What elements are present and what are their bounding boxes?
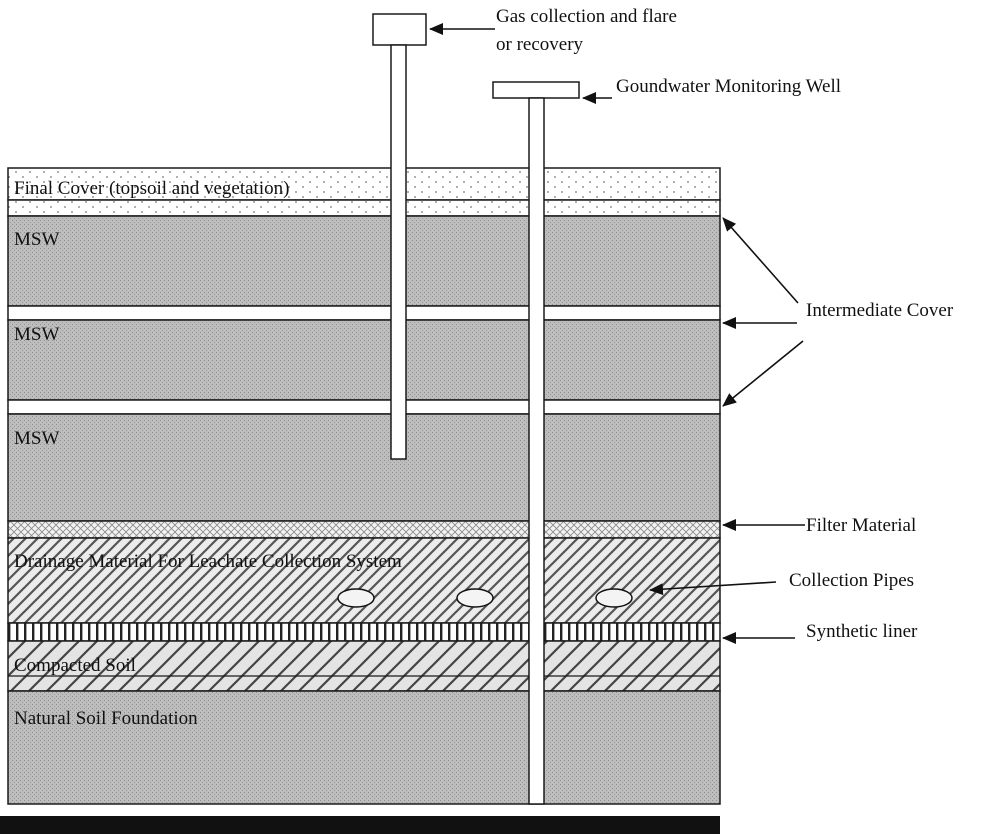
groundwater-well-label: Goundwater Monitoring Well: [616, 76, 841, 97]
intermediate-cover-layer: [7, 399, 721, 415]
collection-pipe: [595, 588, 633, 608]
drainage-label: Drainage Material For Leachate Collectio…: [14, 551, 402, 572]
compacted-soil-layer: [7, 640, 721, 692]
msw-label-2: MSW: [14, 324, 59, 345]
gas-collection-label-line2: or recovery: [496, 34, 584, 55]
msw-layer: [7, 215, 721, 307]
synthetic-liner-layer: [7, 622, 721, 642]
filter-material-label: Filter Material: [806, 515, 916, 536]
collection-pipe: [456, 588, 494, 608]
compacted-soil-label: Compacted Soil: [14, 655, 136, 676]
synthetic-liner-label: Synthetic liner: [806, 621, 918, 642]
intermediate-cover-layer: [7, 199, 721, 217]
msw-layer: [7, 319, 721, 401]
intermediate-cover-label: Intermediate Cover: [806, 300, 954, 321]
gas-collection-cap: [372, 13, 427, 46]
intermediate-cover-arrow-upper: [722, 217, 799, 304]
collection-pipes-label: Collection Pipes: [789, 570, 914, 591]
natural-soil-layer: [7, 690, 721, 805]
intermediate-cover-layer: [7, 305, 721, 321]
gas-collection-label-line1: Gas collection and flare: [496, 6, 677, 27]
filter-material-layer: [7, 520, 721, 539]
monitoring-well-pipe: [528, 97, 545, 805]
natural-soil-label: Natural Soil Foundation: [14, 708, 198, 729]
monitoring-well-cap: [492, 81, 580, 99]
intermediate-cover-arrow-lower: [722, 340, 804, 407]
bottom-bar: [0, 816, 720, 834]
final-cover-label: Final Cover (topsoil and vegetation): [14, 178, 289, 199]
msw-layer: [7, 413, 721, 522]
msw-label-1: MSW: [14, 229, 59, 250]
collection-pipes-arrow: [649, 581, 777, 596]
collection-pipe: [337, 588, 375, 608]
drainage-layer: [7, 537, 721, 624]
gas-collection-pipe: [390, 44, 407, 460]
final-cover-layer: [7, 167, 721, 201]
msw-label-3: MSW: [14, 428, 59, 449]
